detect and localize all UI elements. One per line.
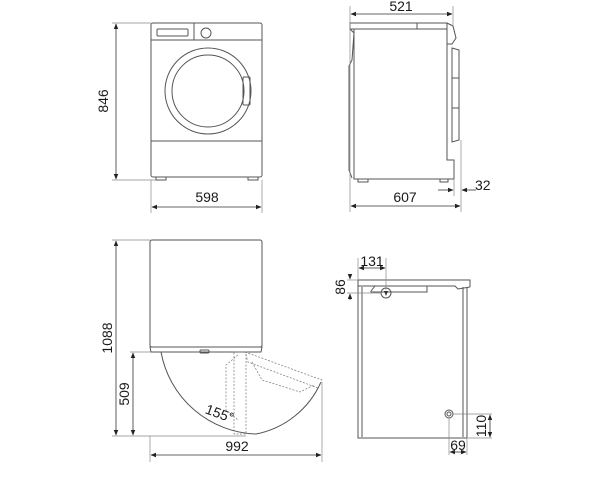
- drain-outlet: [444, 409, 454, 419]
- dim-inlet-131: 131: [360, 253, 384, 269]
- dim-inlet-86: 86: [332, 279, 348, 295]
- dim-depth-607: 607: [393, 189, 417, 205]
- front-view: [112, 22, 263, 213]
- dim-swing-509: 509: [116, 382, 132, 406]
- side-view: [348, 6, 476, 212]
- dim-height-846: 846: [95, 89, 111, 113]
- dim-door-32: 32: [475, 177, 491, 193]
- rear-view: [347, 258, 493, 455]
- dim-depth-521: 521: [389, 0, 413, 14]
- program-knob: [200, 27, 212, 39]
- dim-drain-69: 69: [450, 437, 466, 453]
- dim-depth-1088: 1088: [99, 322, 115, 353]
- top-view-door-open: [112, 239, 323, 462]
- dim-width-992: 992: [225, 438, 249, 454]
- dim-width-598: 598: [195, 189, 219, 205]
- door-outer: [164, 47, 252, 135]
- detergent-drawer: [156, 28, 189, 37]
- dim-angle-155: 155°: [203, 401, 236, 426]
- door-glass: [171, 54, 245, 128]
- dim-drain-110: 110: [473, 415, 489, 438]
